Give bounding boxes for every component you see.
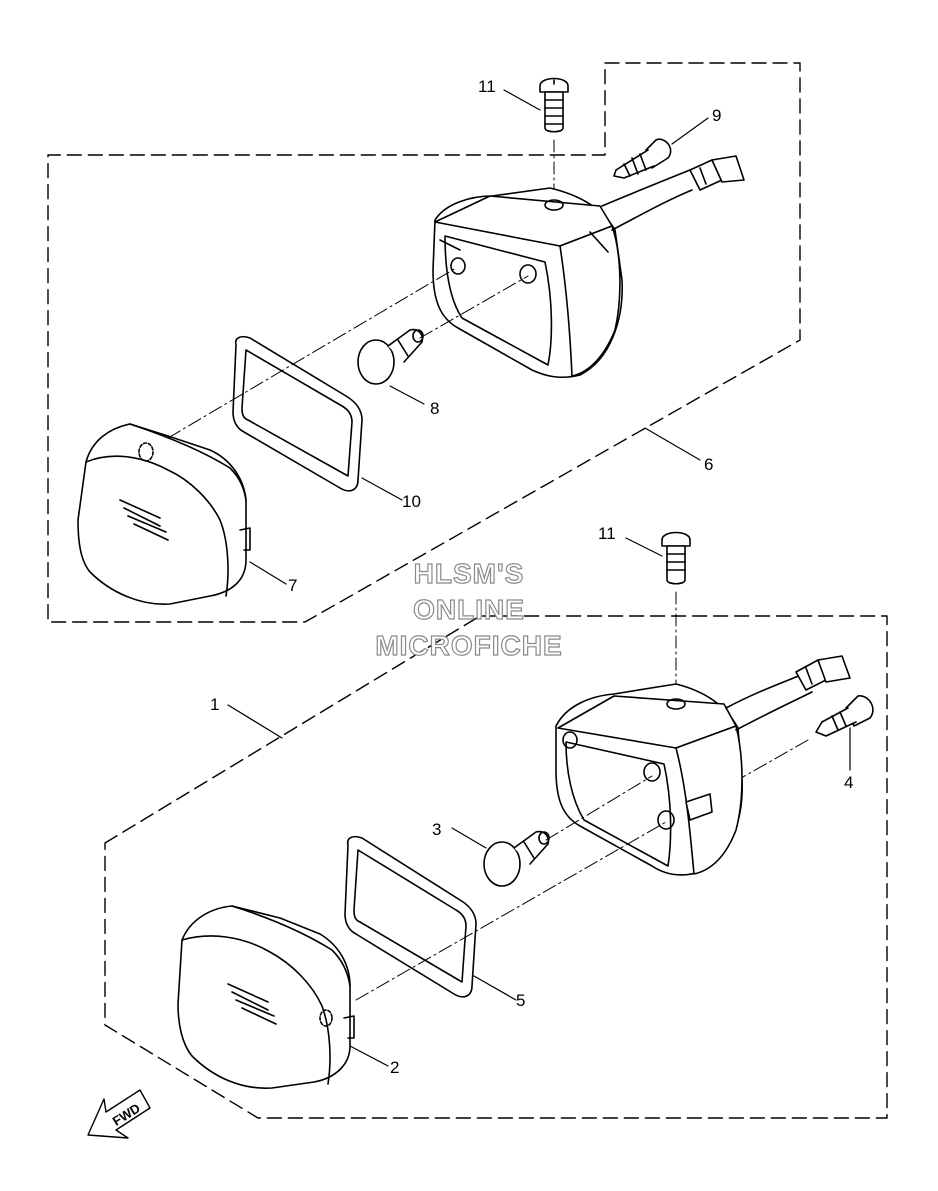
lens-2-lower [177, 905, 355, 1089]
callout-label-c7: 7 [288, 576, 297, 595]
screw-11-upper [539, 77, 569, 133]
bulb-3-lower [483, 830, 550, 887]
lens-7-upper [77, 423, 251, 605]
callout-label-c2: 2 [390, 1058, 399, 1077]
assembly-boundary-upper [47, 62, 801, 623]
gasket-10-upper [232, 335, 363, 492]
callout-label-c4: 4 [844, 773, 853, 792]
callout-label-c10: 10 [402, 492, 421, 511]
callout-label-c8: 8 [430, 399, 439, 418]
watermark-line-3: MICROFICHE [375, 630, 563, 661]
screw-4-lower [815, 695, 874, 737]
callout-label-c9: 9 [712, 106, 721, 125]
gasket-5-lower [344, 835, 477, 998]
callout-label-c5: 5 [516, 991, 525, 1010]
housing-upper [432, 155, 745, 378]
screw-9-upper [613, 138, 672, 179]
screw-11-lower [661, 531, 691, 585]
callout-label-c11a: 11 [478, 77, 496, 96]
callout-label-c3: 3 [432, 820, 441, 839]
callout-label-c6: 6 [704, 455, 713, 474]
assembly-boundary-lower [104, 615, 888, 1119]
callout-label-c11b: 11 [598, 524, 616, 543]
bulb-8-upper [357, 328, 424, 385]
fwd-arrow-icon [87, 1089, 151, 1139]
housing-lower [555, 655, 851, 876]
watermark-line-1: HLSM'S [413, 558, 525, 589]
callout-label-c1: 1 [210, 695, 219, 714]
watermark-line-2: ONLINE [413, 594, 525, 625]
